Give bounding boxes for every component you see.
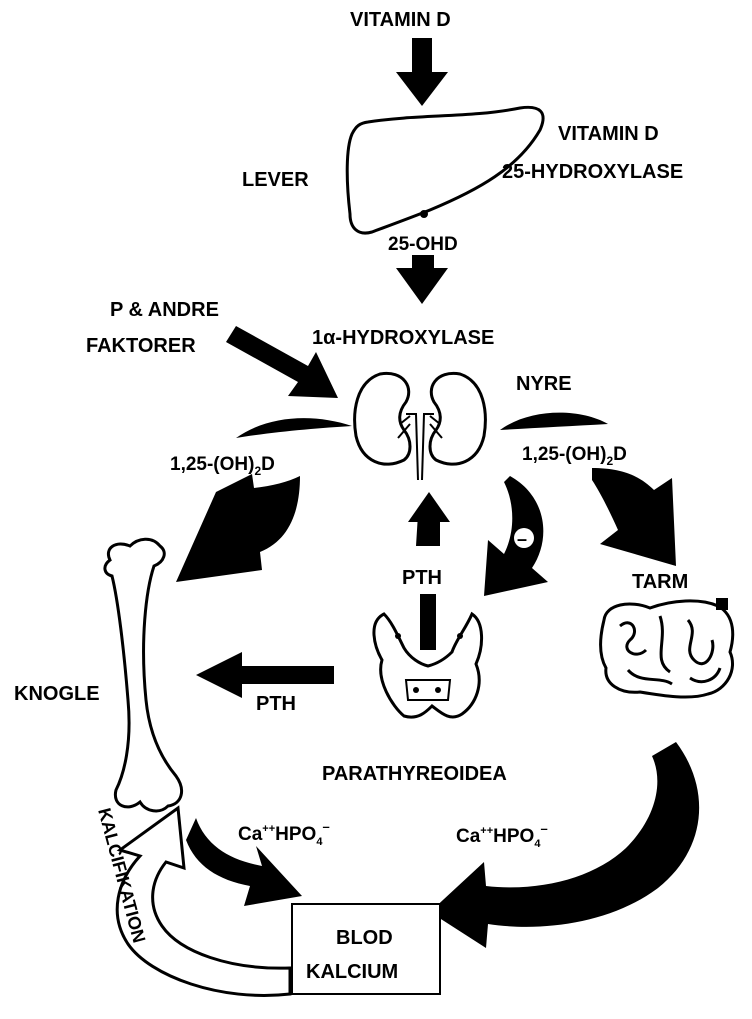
arrow-25ohd-to-kidney bbox=[396, 255, 448, 304]
label-p-andre-line1: P & ANDRE bbox=[110, 299, 219, 321]
label-25-ohd: 25-OHD bbox=[388, 234, 458, 255]
label-ca-hpo4-right: Ca++HPO4– bbox=[456, 821, 548, 850]
label-lever: LEVER bbox=[242, 169, 309, 191]
arrow-kidney-to-bone bbox=[176, 474, 300, 582]
kidneys bbox=[355, 373, 486, 480]
arrow-kidney-to-intestine bbox=[592, 468, 676, 566]
label-dihydroxy-right: 1,25-(OH)2D bbox=[522, 444, 627, 468]
label-enzyme-line1: VITAMIN D bbox=[558, 123, 659, 145]
intestine bbox=[601, 598, 733, 697]
label-kalcium: KALCIUM bbox=[306, 961, 398, 983]
liver-dot bbox=[420, 210, 428, 218]
label-1alpha-hydroxylase: 1α-HYDROXYLASE bbox=[312, 327, 494, 349]
arrow-inhibition bbox=[484, 476, 548, 596]
label-ca-hpo4-left: Ca++HPO4– bbox=[238, 819, 330, 848]
label-enzyme-line2: 25-HYDROXYLASE bbox=[502, 161, 683, 183]
label-dihydroxy-left: 1,25-(OH)2D bbox=[170, 454, 275, 478]
label-pth-left: PTH bbox=[256, 693, 296, 715]
crescent-right bbox=[500, 413, 608, 430]
label-nyre: NYRE bbox=[516, 373, 572, 395]
label-inhibition-sign: – bbox=[517, 529, 527, 549]
arrow-vitamin-d-to-liver bbox=[396, 38, 448, 106]
label-p-andre-line2: FAKTORER bbox=[86, 335, 196, 357]
crescent-left bbox=[236, 418, 352, 438]
label-blod: BLOD bbox=[336, 927, 393, 949]
label-knogle: KNOGLE bbox=[14, 683, 100, 705]
label-vitamin-d-top: VITAMIN D bbox=[350, 9, 451, 31]
arrow-pth-to-bone bbox=[196, 652, 334, 698]
label-tarm: TARM bbox=[632, 571, 688, 593]
label-parathyreoidea: PARATHYREOIDEA bbox=[322, 763, 507, 785]
bone-shape bbox=[105, 539, 182, 811]
label-pth-up: PTH bbox=[402, 567, 442, 589]
